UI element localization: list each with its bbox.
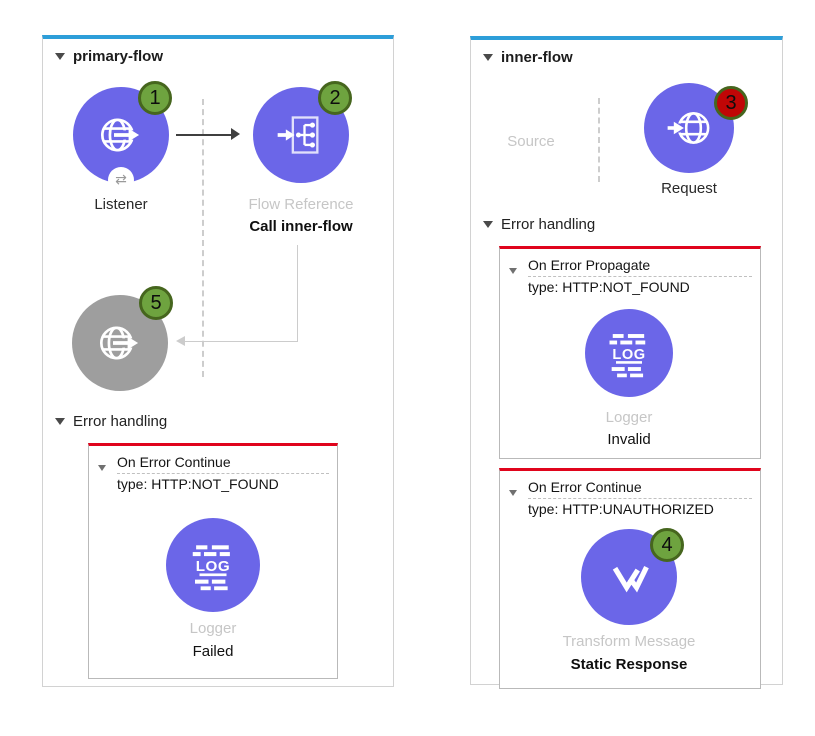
http-endpoint-icon — [99, 326, 139, 360]
flow-container-inner[interactable]: inner-flow Source 3 Request Error handli… — [470, 36, 783, 689]
flow-container-primary[interactable]: primary-flow ⇄ 1 Listener — [42, 35, 394, 687]
source-placeholder-label: Source — [507, 133, 555, 150]
flow-arrow-head-icon — [231, 128, 240, 140]
scope-title: On Error Continue — [528, 478, 752, 499]
transform-name-label: Static Response — [570, 656, 688, 673]
logger-icon: LOG — [609, 334, 646, 378]
transform-message-icon — [612, 565, 649, 593]
connector-horizontal — [184, 341, 298, 342]
flow-reference-icon — [277, 116, 319, 154]
connector-vertical — [297, 245, 298, 342]
step-badge: 5 — [139, 286, 173, 320]
scope-header: On Error Continue type: HTTP:NOT_FOUND — [89, 446, 337, 494]
drop-guide-line — [202, 99, 204, 377]
exchange-icon: ⇄ — [108, 167, 134, 193]
step-badge: 3 — [714, 86, 748, 120]
scope-error-type: type: HTTP:NOT_FOUND — [528, 279, 690, 295]
http-request-node[interactable] — [644, 83, 734, 173]
logger-name-label: Invalid — [607, 431, 651, 448]
logger-type-label: Logger — [189, 620, 237, 637]
collapse-triangle-icon[interactable] — [55, 418, 65, 425]
primary-flow-header: primary-flow — [55, 48, 163, 65]
svg-text:LOG: LOG — [612, 347, 645, 363]
collapse-triangle-icon[interactable] — [483, 54, 493, 61]
http-listener-icon — [100, 118, 140, 152]
step-badge: 1 — [138, 81, 172, 115]
scope-collapse-icon[interactable] — [98, 465, 106, 471]
error-handling-label: Error handling — [501, 216, 596, 233]
logger-node[interactable]: LOG — [585, 309, 673, 397]
collapse-triangle-icon[interactable] — [55, 53, 65, 60]
error-handling-section: Error handling — [483, 216, 595, 233]
listener-label: Listener — [94, 196, 148, 213]
logger-icon: LOG — [192, 545, 231, 591]
flow-arrow — [176, 134, 233, 137]
logger-type-label: Logger — [605, 409, 653, 426]
scope-collapse-icon[interactable] — [509, 490, 517, 496]
logger-name-label: Failed — [192, 643, 234, 660]
http-request-icon — [667, 112, 710, 144]
on-error-propagate-scope[interactable]: On Error Propagate type: HTTP:NOT_FOUND … — [499, 246, 761, 459]
on-error-continue-scope[interactable]: On Error Continue type: HTTP:UNAUTHORIZE… — [499, 468, 761, 689]
scope-title: On Error Continue — [117, 453, 329, 474]
source-divider-line — [598, 98, 600, 182]
scope-header: On Error Continue type: HTTP:UNAUTHORIZE… — [500, 471, 760, 519]
flow-reference-name-label: Call inner-flow — [249, 218, 353, 235]
scope-collapse-icon[interactable] — [509, 268, 517, 274]
on-error-continue-scope[interactable]: On Error Continue type: HTTP:NOT_FOUND L… — [88, 443, 338, 679]
scope-title: On Error Propagate — [528, 256, 752, 277]
step-badge: 4 — [650, 528, 684, 562]
error-handling-label: Error handling — [73, 413, 168, 430]
flow-title: primary-flow — [73, 48, 164, 65]
scope-header: On Error Propagate type: HTTP:NOT_FOUND — [500, 249, 760, 297]
step-badge: 2 — [318, 81, 352, 115]
logger-node[interactable]: LOG — [166, 518, 260, 612]
transform-type-label: Transform Message — [562, 633, 696, 650]
inner-flow-header: inner-flow — [483, 49, 573, 66]
flow-title: inner-flow — [501, 49, 573, 66]
collapse-triangle-icon[interactable] — [483, 221, 493, 228]
request-label: Request — [661, 180, 717, 197]
svg-text:LOG: LOG — [196, 558, 231, 575]
connector-arrow-head-icon — [176, 336, 185, 346]
scope-error-type: type: HTTP:UNAUTHORIZED — [528, 501, 714, 517]
error-handling-section: Error handling — [55, 413, 167, 430]
flow-reference-type-label: Flow Reference — [248, 196, 354, 213]
scope-error-type: type: HTTP:NOT_FOUND — [117, 476, 279, 492]
